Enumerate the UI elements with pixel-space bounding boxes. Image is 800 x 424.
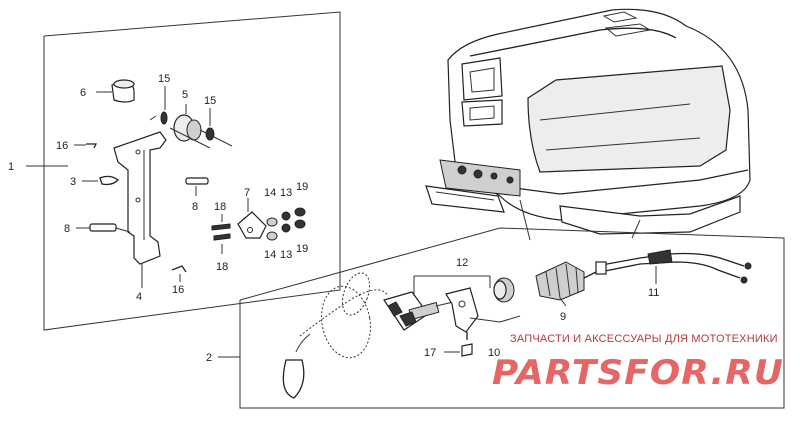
part-10-switch: [383, 291, 463, 331]
callout-16-bottom: 16: [172, 284, 184, 296]
callout-17: 17: [424, 347, 436, 359]
callout-8-left: 8: [64, 223, 70, 235]
callout-1: 1: [8, 161, 14, 173]
part-5-grommet: [169, 104, 233, 149]
part-7-plate: [237, 198, 267, 239]
part-11-wire-harness: [595, 249, 752, 284]
part-18-screws: [211, 214, 231, 254]
part-17-bolt: [444, 332, 473, 357]
watermark: ЗАПЧАСТИ И АКСЕССУАРЫ ДЛЯ МОТОТЕХНИКИ PA…: [492, 333, 784, 393]
part-12-grommet: [493, 277, 515, 303]
part-13-nuts: [281, 211, 291, 233]
callout-5: 5: [182, 89, 188, 101]
group-2-frame: [218, 227, 785, 409]
callout-10: 10: [488, 347, 500, 359]
part-8-bolt-left: [76, 223, 131, 233]
callout-19-top: 19: [296, 181, 308, 193]
callout-19-bottom: 19: [296, 243, 308, 255]
part-16-clip-top: [74, 143, 98, 149]
part-14-washers: [266, 217, 278, 241]
callout-6: 6: [80, 87, 86, 99]
part-4-bracket: [113, 131, 167, 288]
callout-labels: 1 2 3 4 5 6 7 8 8 9 10 11 12 13 13 14 14…: [8, 73, 659, 364]
callout-14-bottom: 14: [264, 249, 276, 261]
callout-16-top: 16: [56, 140, 68, 152]
callout-12: 12: [456, 257, 468, 269]
callout-2: 2: [206, 352, 212, 364]
group-1-frame: [26, 11, 341, 331]
callout-4: 4: [136, 291, 142, 303]
part-12-plate: [413, 275, 521, 333]
part-2-lanyard: [282, 272, 389, 399]
part-9-boot: [535, 261, 601, 307]
outboard-motor-illustration: [425, 8, 751, 241]
part-6-cap: [96, 79, 135, 103]
part-15-washer-right: [205, 108, 215, 141]
part-16-clip-bottom: [171, 265, 187, 282]
part-3-clamp: [82, 175, 119, 186]
callout-11: 11: [648, 287, 659, 299]
callout-13-bottom: 13: [280, 249, 292, 261]
callout-15-left: 15: [158, 73, 170, 85]
callout-18-top: 18: [214, 201, 226, 213]
watermark-logo: PARTSFOR.RU: [492, 353, 784, 393]
part-15-washer-left: [149, 86, 168, 125]
callout-3: 3: [70, 176, 76, 188]
part-19-nuts: [294, 207, 306, 229]
callout-7: 7: [244, 187, 250, 199]
callout-8-right: 8: [192, 201, 198, 213]
callout-15-right: 15: [204, 95, 216, 107]
callout-18-bottom: 18: [216, 261, 228, 273]
callout-13-top: 13: [280, 187, 292, 199]
part-8-bolt-right: [185, 177, 209, 196]
watermark-tagline: ЗАПЧАСТИ И АКСЕССУАРЫ ДЛЯ МОТОТЕХНИКИ: [510, 333, 778, 345]
callout-14-top: 14: [264, 187, 276, 199]
callout-9: 9: [560, 311, 566, 323]
